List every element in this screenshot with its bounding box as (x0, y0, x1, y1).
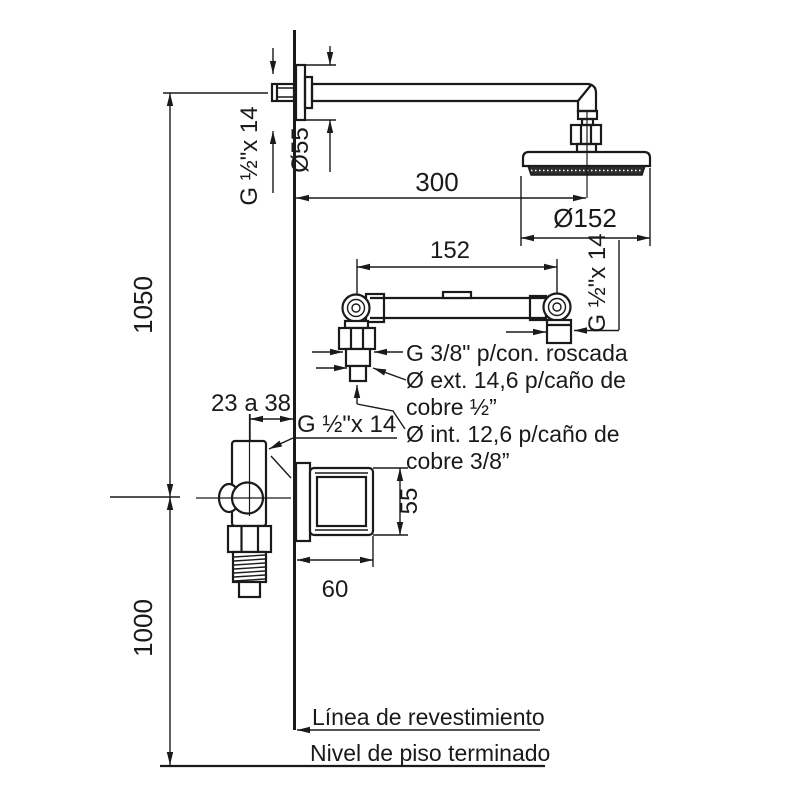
valve-threaded-end (231, 550, 268, 584)
dim-arm-projection-label: 300 (415, 167, 458, 197)
thread-arm-wall: G ½"x 14 (236, 48, 277, 206)
bar-right-stub (545, 318, 573, 345)
note-ext-line1: Ø ext. 14,6 p/caño de (406, 367, 626, 393)
dim-1050: 1050 (128, 92, 268, 497)
head-nut (569, 123, 603, 146)
thread-bar-wall-label: G ½"x 14 (584, 233, 611, 332)
elbow-miter-line (577, 84, 592, 102)
dim-flange-diameter-label: Ø55 (287, 127, 314, 172)
note-ext-line2: cobre ½” (406, 394, 497, 420)
dim-1000: 1000 (110, 496, 180, 765)
shower-head (521, 112, 652, 198)
thread-valve-label: G ½"x 14 (297, 411, 396, 438)
dim-trim-width: 60 (297, 536, 374, 603)
valve-bottom-stub (237, 580, 262, 599)
dim-trim-height: 55 (373, 467, 423, 536)
arm-wall-stub (270, 82, 296, 103)
trim-inner-square (315, 475, 368, 528)
bar-left-adapter (337, 319, 377, 383)
thread-bar-wall: G ½"x 14 (506, 233, 620, 336)
right-eccentric-union (542, 292, 572, 322)
thread-valve: G ½"x 14 (268, 411, 397, 479)
trim-plate (294, 461, 375, 543)
shower-arm-assembly (270, 63, 603, 154)
dim-head-diameter-label: Ø152 (553, 203, 617, 233)
floor-label: Nivel de piso terminado (310, 740, 550, 766)
shower-arm (310, 82, 598, 113)
adapter-callouts: G 3/8" p/con. roscada Ø ext. 14,6 p/caño… (312, 340, 628, 474)
dim-bar-spacing: 152 (356, 237, 558, 295)
dim-embed-range: 23 a 38 (211, 390, 293, 442)
floor-reference: Línea de revestimiento Nivel de piso ter… (160, 704, 550, 768)
dim-embed-range-label: 23 a 38 (211, 390, 291, 417)
arm-flange (294, 63, 307, 122)
left-eccentric-union (341, 293, 371, 323)
bar-top-tab (441, 290, 473, 300)
dim-head-diameter: Ø152 (520, 168, 651, 246)
dim-flange-diameter: Ø55 (287, 46, 336, 173)
dim-1000-label: 1000 (128, 599, 158, 657)
revestimiento-label: Línea de revestimiento (312, 704, 545, 730)
dim-trim-width-label: 60 (322, 576, 349, 603)
trim-base-plate (294, 461, 312, 543)
trim-outer-square (308, 466, 375, 537)
mixer-bar-assembly (337, 290, 573, 383)
thread-arm-wall-label: G ½"x 14 (236, 106, 263, 205)
dim-trim-height-label: 55 (396, 488, 423, 515)
note-int-line1: Ø int. 12,6 p/caño de (406, 421, 620, 447)
valve-hex-nut (226, 524, 273, 554)
dim-bar-spacing-label: 152 (430, 237, 470, 264)
dim-1050-label: 1050 (128, 276, 158, 334)
valve-assembly (196, 414, 291, 599)
note-int-line2: cobre 3/8” (406, 448, 510, 474)
dim-arm-projection: 300 (296, 167, 586, 202)
note-g38: G 3/8" p/con. roscada (406, 340, 628, 366)
